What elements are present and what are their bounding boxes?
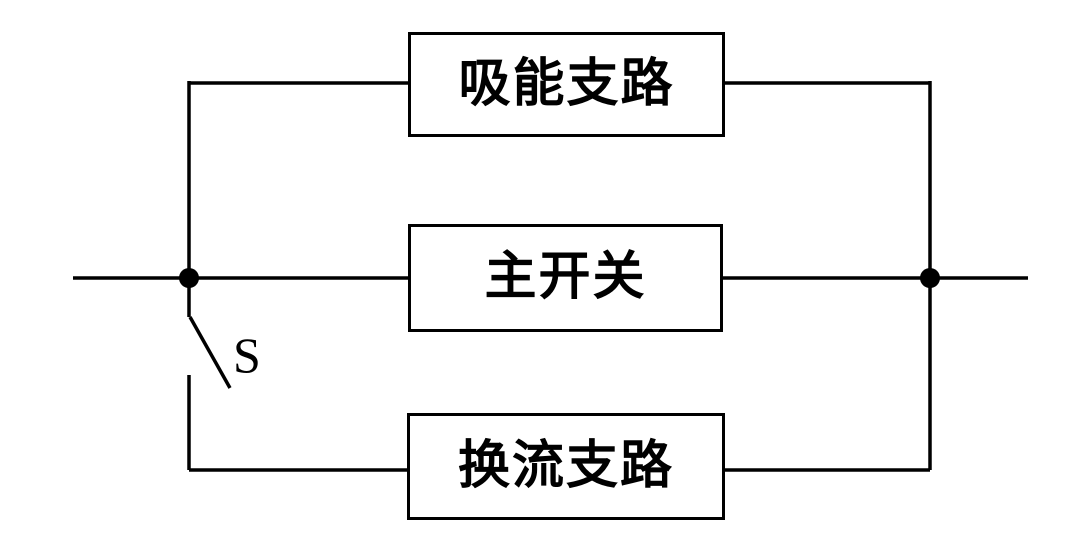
block-energy-absorption-branch: 吸能支路 (408, 32, 725, 137)
block-energy-absorption-label: 吸能支路 (458, 55, 675, 113)
block-main-switch-label: 主开关 (484, 249, 647, 306)
switch-blade (188, 316, 232, 389)
block-main-switch: 主开关 (408, 224, 723, 332)
block-commutation-branch: 换流支路 (407, 413, 725, 520)
switch-s-label: S (233, 327, 261, 383)
junction-dot-right (920, 268, 940, 288)
junction-dot-left (179, 268, 199, 288)
block-commutation-label: 换流支路 (457, 437, 674, 495)
